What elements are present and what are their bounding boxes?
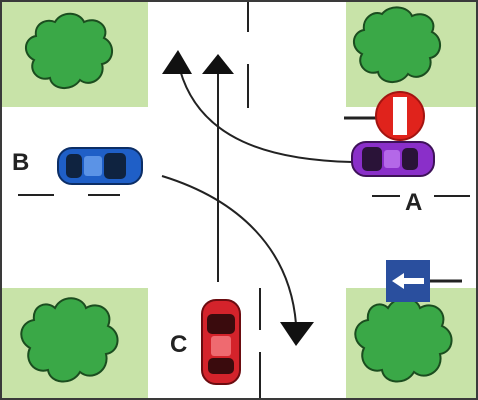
car-c-label: C <box>170 331 187 358</box>
car-a-label: A <box>405 189 422 216</box>
car-b-label: B <box>12 149 29 176</box>
arrow-up-icon <box>202 54 234 74</box>
arrow-down-icon <box>280 322 314 346</box>
tree-bottom-right-icon <box>354 297 453 383</box>
car-a <box>351 141 435 177</box>
tree-bottom-left-icon <box>20 297 119 383</box>
arrow-up-left-icon <box>162 50 192 74</box>
one-way-left-sign-icon <box>386 260 462 302</box>
car-b <box>57 147 143 185</box>
path-car-a-left <box>179 69 353 163</box>
no-entry-sign-icon <box>344 91 425 141</box>
path-car-b-right <box>161 175 297 325</box>
tree-top-left-icon <box>25 12 113 89</box>
tree-top-right-icon <box>353 6 441 83</box>
car-c <box>201 299 241 385</box>
